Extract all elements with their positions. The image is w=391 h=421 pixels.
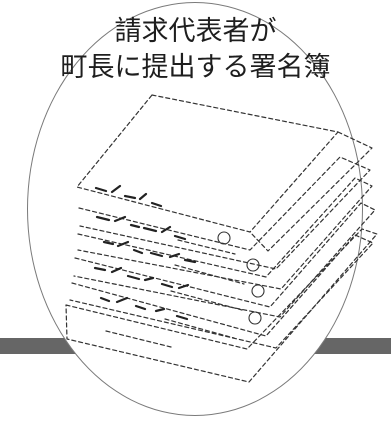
circled-mark	[246, 258, 260, 272]
circled-mark	[248, 311, 262, 325]
book-outline	[177, 239, 236, 255]
handwriting-mark	[102, 240, 197, 264]
book-outline	[249, 131, 373, 252]
circled-mark	[217, 231, 231, 245]
book-outline	[73, 202, 376, 318]
book-outline	[77, 177, 373, 290]
handwriting-mark	[93, 266, 190, 290]
caption-line-1: 請求代表者が	[114, 16, 277, 47]
handwriting-mark	[95, 215, 187, 241]
caption: 請求代表者が 町長に提出する署名簿	[0, 14, 391, 86]
book-outline	[69, 234, 374, 349]
book-outline	[78, 156, 371, 270]
book-outline	[65, 228, 378, 383]
book-outline	[164, 318, 235, 339]
book-outline	[170, 290, 243, 311]
caption-line-2: 町長に提出する署名簿	[60, 52, 331, 83]
handwriting-mark	[94, 184, 163, 208]
circled-mark	[251, 284, 265, 298]
book-outline	[76, 94, 339, 233]
book-outline	[105, 330, 172, 348]
handwriting-mark	[99, 296, 189, 321]
book-outline	[174, 264, 245, 285]
